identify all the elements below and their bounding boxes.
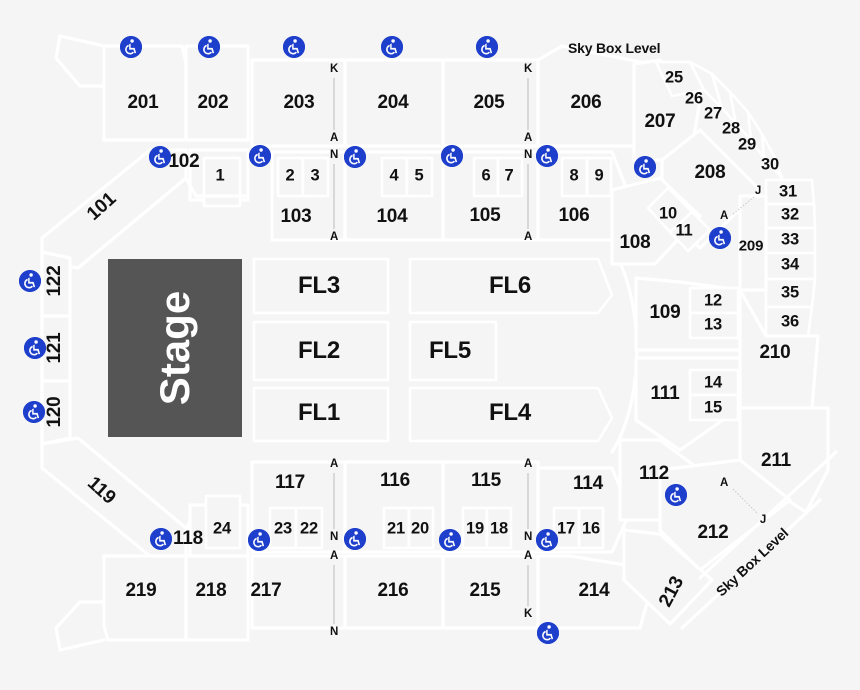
section-shape-203[interactable] — [250, 58, 347, 148]
section-shape-213[interactable] — [622, 528, 714, 626]
section-shape-201[interactable] — [102, 44, 188, 142]
row-box-30[interactable] — [760, 132, 784, 180]
accessible-icon[interactable] — [198, 36, 220, 58]
section-shape-204[interactable] — [343, 58, 445, 148]
accessible-icon[interactable] — [150, 528, 172, 550]
section-shape-121[interactable] — [40, 314, 72, 383]
accessible-icon[interactable] — [248, 529, 270, 551]
accessible-icon[interactable] — [536, 145, 558, 167]
row-box-24[interactable] — [204, 494, 242, 550]
row-box-7[interactable] — [496, 156, 524, 198]
leader-line-right-lower — [732, 488, 759, 515]
floor-shape-FL3[interactable] — [252, 257, 390, 315]
accessible-icon[interactable] — [344, 528, 366, 550]
row-box-19[interactable] — [461, 506, 489, 550]
row-box-14[interactable] — [688, 368, 740, 397]
leader-line-right-upper — [732, 196, 755, 215]
row-box-16[interactable] — [577, 506, 605, 550]
row-box-11[interactable] — [668, 210, 712, 253]
section-shape-218[interactable] — [184, 554, 250, 642]
accessible-icon[interactable] — [283, 36, 305, 58]
row-box-3[interactable] — [301, 156, 330, 198]
accessible-icon[interactable] — [24, 337, 46, 359]
floor-shape-FL5[interactable] — [408, 320, 498, 382]
row-box-8[interactable] — [560, 156, 589, 198]
section-shape-122[interactable] — [40, 250, 72, 318]
floor-shape-FL2[interactable] — [252, 320, 390, 382]
row-box-32[interactable] — [764, 202, 817, 230]
accessible-icon[interactable] — [441, 145, 463, 167]
accessible-icon[interactable] — [381, 36, 403, 58]
row-box-15[interactable] — [688, 393, 740, 422]
section-shape-120[interactable] — [40, 379, 72, 446]
row-box-9[interactable] — [585, 156, 613, 198]
row-box-33[interactable] — [764, 226, 817, 255]
row-box-31[interactable] — [764, 178, 816, 206]
accessible-icon[interactable] — [665, 484, 687, 506]
section-shape-216[interactable] — [343, 554, 445, 630]
row-box-20[interactable] — [407, 506, 435, 550]
row-box-35[interactable] — [764, 277, 817, 309]
accessible-icon[interactable] — [249, 145, 271, 167]
accessible-icon[interactable] — [120, 36, 142, 58]
accessible-icon[interactable] — [709, 227, 731, 249]
row-box-22[interactable] — [294, 506, 324, 550]
floor-shape-FL1[interactable] — [252, 386, 390, 443]
skybox-bottom-divider-2 — [680, 498, 822, 630]
row-box-4[interactable] — [380, 156, 409, 198]
floor-shape-FL6[interactable] — [408, 257, 614, 315]
row-box-12[interactable] — [688, 286, 740, 315]
outline-101-lower — [184, 176, 250, 198]
accessible-icon[interactable] — [19, 270, 41, 292]
row-box-1[interactable] — [202, 156, 242, 208]
section-shape-215[interactable] — [441, 554, 540, 630]
row-box-34[interactable] — [764, 251, 817, 281]
row-box-18[interactable] — [485, 506, 513, 550]
row-box-13[interactable] — [688, 311, 740, 340]
row-box-36[interactable] — [764, 305, 814, 338]
section-shape-217[interactable] — [250, 554, 347, 630]
accessible-icon[interactable] — [149, 146, 171, 168]
outline-bottom-left-corner — [54, 600, 106, 652]
section-shape-209[interactable] — [738, 194, 768, 292]
accessible-icon[interactable] — [537, 622, 559, 644]
accessible-icon[interactable] — [536, 529, 558, 551]
row-box-5[interactable] — [405, 156, 434, 198]
section-shape-202[interactable] — [184, 44, 250, 142]
skybox-bottom-divider — [698, 450, 838, 580]
accessible-icon[interactable] — [23, 401, 45, 423]
accessible-icon[interactable] — [476, 36, 498, 58]
accessible-icon[interactable] — [634, 156, 656, 178]
row-box-6[interactable] — [472, 156, 500, 198]
stage-block[interactable] — [108, 259, 242, 437]
row-box-2[interactable] — [276, 156, 305, 198]
section-shape-219[interactable] — [102, 554, 188, 642]
row-box-23[interactable] — [268, 506, 298, 550]
accessible-icon[interactable] — [344, 146, 366, 168]
floor-right-curve — [610, 246, 639, 454]
section-shape-205[interactable] — [441, 58, 540, 148]
row-box-21[interactable] — [382, 506, 411, 550]
floor-shape-FL4[interactable] — [408, 386, 614, 443]
accessible-icon[interactable] — [439, 529, 461, 551]
outline-top-left-corner — [54, 34, 106, 88]
